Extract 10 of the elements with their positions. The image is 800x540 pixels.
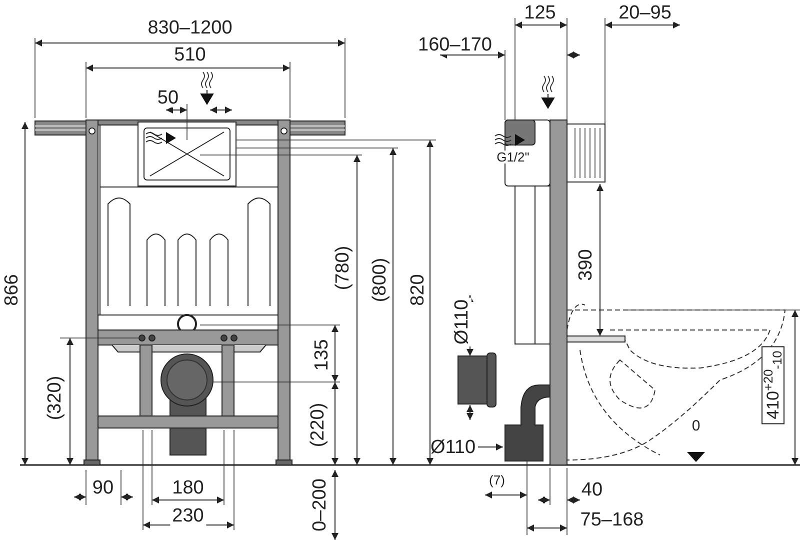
leader-line xyxy=(478,444,504,450)
dimension-label: 0 xyxy=(690,418,702,434)
dimension-label: 160–170 xyxy=(416,36,494,54)
dimension-label: 230 xyxy=(170,506,206,526)
dimension-label: G1/2" xyxy=(494,150,532,164)
dimension-label: Ø110 xyxy=(452,297,472,347)
dimension-label: 20–95 xyxy=(616,4,674,22)
dimension-label: Ø110 xyxy=(428,434,478,460)
dimension-label: (7) xyxy=(487,474,507,486)
dimension-label: 50 xyxy=(155,88,181,108)
